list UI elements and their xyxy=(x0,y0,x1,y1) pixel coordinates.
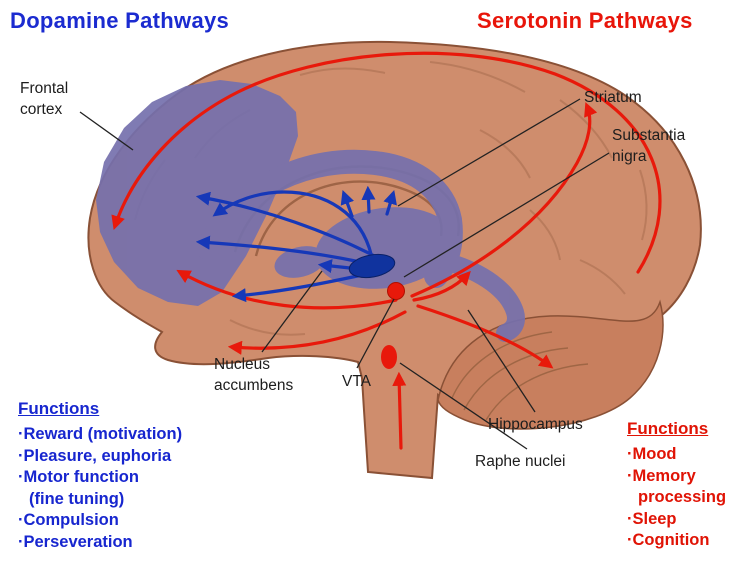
brain-illustration xyxy=(79,40,702,480)
leader-raphe-nuclei xyxy=(399,362,528,450)
leader-frontal-cortex xyxy=(79,111,134,151)
leader-nucleus-accumbens xyxy=(261,270,323,353)
leader-substantia-nigra xyxy=(403,152,610,278)
dopamine-functions-list: Functions ·Reward (motivation) ·Pleasure… xyxy=(18,399,182,553)
serotonin-function-item: ·Sleep xyxy=(627,509,677,528)
serotonin-title: Serotonin Pathways xyxy=(477,8,693,33)
dopamine-function-item: ·Compulsion xyxy=(18,511,119,529)
serotonin-arrow xyxy=(416,304,554,369)
dopamine-arrow xyxy=(317,259,352,274)
dopamine-arrow xyxy=(195,191,384,262)
label-frontal-cortex-line2: cortex xyxy=(20,101,63,118)
dopamine-arrow xyxy=(383,189,397,216)
dopamine-function-item: ·Reward (motivation) xyxy=(18,425,183,443)
hippocampus-region xyxy=(439,253,525,342)
dopamine-arrow xyxy=(212,190,374,260)
label-substantia-nigra-line2: nigra xyxy=(612,148,647,165)
serotonin-function-item: ·Cognition xyxy=(627,531,710,549)
dopamine-function-item: ·Perseveration xyxy=(18,532,133,551)
label-substantia-nigra: Substantia nigra xyxy=(612,125,685,167)
serotonin-pathways xyxy=(111,51,662,450)
label-nucleus-accumbens: Nucleus accumbens xyxy=(214,354,293,396)
label-frontal-cortex: Frontal cortex xyxy=(20,78,68,120)
vta-blue-nucleus xyxy=(348,253,396,279)
vta-dot xyxy=(387,282,405,300)
leader-striatum xyxy=(397,98,581,207)
label-hippocampus: Hippocampus xyxy=(488,416,583,433)
raphe-nuclei-dot xyxy=(381,345,397,369)
leader-lines xyxy=(79,98,610,450)
cerebellum-texture xyxy=(451,331,589,421)
serotonin-arrow xyxy=(176,269,398,310)
dopamine-function-item: ·Motor function xyxy=(18,468,139,486)
serotonin-arrow xyxy=(111,51,662,274)
label-raphe-nuclei: Raphe nuclei xyxy=(475,453,566,470)
dopamine-function-item: ·Pleasure, euphoria xyxy=(18,446,172,465)
serotonin-function-item: processing xyxy=(638,488,727,506)
serotonin-arrow xyxy=(412,270,471,302)
serotonin-functions-heading: Functions xyxy=(627,419,709,438)
leader-vta xyxy=(356,298,395,369)
dopamine-pathways xyxy=(195,185,397,303)
label-substantia-nigra-line1: Substantia xyxy=(612,127,686,144)
label-striatum: Striatum xyxy=(584,89,642,106)
dopamine-arrow xyxy=(361,185,376,214)
label-vta: VTA xyxy=(342,373,371,390)
serotonin-arrow xyxy=(392,371,407,450)
serotonin-arrow xyxy=(227,310,407,355)
serotonin-functions-list: Functions ·Mood ·Memory processing ·Slee… xyxy=(627,419,726,552)
label-nucleus-accumbens-line1: Nucleus xyxy=(214,356,270,373)
leader-hippocampus xyxy=(467,309,536,413)
dopamine-arrow xyxy=(340,190,354,218)
serotonin-function-item: ·Memory xyxy=(627,466,696,485)
dopamine-functions-heading: Functions xyxy=(18,399,100,418)
serotonin-function-item: ·Mood xyxy=(627,445,677,463)
dopamine-function-item: (fine tuning) xyxy=(29,489,125,508)
label-nucleus-accumbens-line2: accumbens xyxy=(214,377,294,394)
dopamine-title: Dopamine Pathways xyxy=(10,8,230,33)
label-frontal-cortex-line1: Frontal xyxy=(20,80,69,97)
